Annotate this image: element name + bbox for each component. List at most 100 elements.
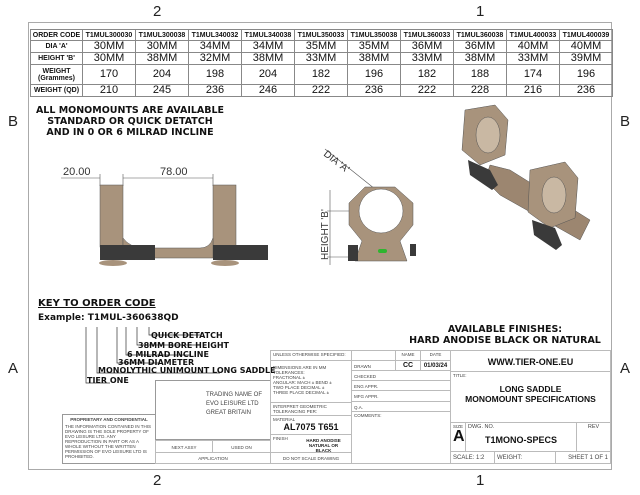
drawing-frame xyxy=(28,22,612,470)
table-cell: T1MUL300038 xyxy=(135,29,189,41)
zone-label: B xyxy=(8,113,19,130)
table-cell: 216 xyxy=(506,84,560,97)
size-value: A xyxy=(453,428,465,445)
row-header: WEIGHT (QD) xyxy=(30,84,83,97)
table-cell: T1MUL300030 xyxy=(82,29,136,41)
tolerance-line: FRACTIONAL ± xyxy=(273,375,306,380)
zone-label: 2 xyxy=(153,3,162,20)
table-cell: 34MM xyxy=(241,40,295,53)
do-not-scale: DO NOT SCALE DRAWING xyxy=(270,452,352,464)
side-view-drawing: 20.00 78.00 xyxy=(61,166,268,266)
material-cell: MATERIAL AL7075 T651 xyxy=(270,415,352,435)
table-cell: 30MM xyxy=(135,40,189,53)
drawing-title: MONOMOUNT SPECIFICATIONS xyxy=(465,394,596,404)
finishes-title: AVAILABLE FINISHES: xyxy=(447,324,563,335)
tolerance-line: THREE PLACE DECIMAL ± xyxy=(273,390,330,395)
table-cell: 170 xyxy=(82,64,136,85)
proprietary-box: PROPRIETARY AND CONFIDENTIAL THE INFORMA… xyxy=(62,414,156,464)
table-cell: T1MUL360038 xyxy=(453,29,507,41)
size-label: SIZE xyxy=(453,424,464,429)
table-cell: 210 xyxy=(82,84,136,97)
trading-line: TRADING NAME OF xyxy=(206,392,263,398)
qd-lever-right xyxy=(213,245,268,260)
title-label: TITLE: xyxy=(453,373,467,378)
table-cell: 33MM xyxy=(400,52,454,65)
qd-lever xyxy=(532,220,562,250)
row-header: ORDER CODE xyxy=(30,29,83,41)
finish-cell: FINISH HARD ANODISE NATURAL OR BLACK xyxy=(270,434,352,453)
table-cell: 36MM xyxy=(453,40,507,53)
zone-label: B xyxy=(620,113,631,130)
qd-lever-left xyxy=(100,245,155,260)
key-item: QUICK DETATCH xyxy=(151,331,223,340)
table-cell: T1MUL400039 xyxy=(559,29,613,41)
dim-78: 78.00 xyxy=(160,166,188,178)
table-cell: 236 xyxy=(188,84,242,97)
table-cell: 35MM xyxy=(294,40,348,53)
zone-label: A xyxy=(8,360,19,377)
key-leader-lines xyxy=(85,327,220,384)
key-item: 36MM DIAMETER xyxy=(118,358,195,367)
ring-left xyxy=(99,184,124,248)
table-cell: 196 xyxy=(559,64,613,85)
rev-label: REV xyxy=(576,422,611,452)
key-item: 6 MILRAD INCLINE xyxy=(127,350,209,359)
table-cell: 182 xyxy=(400,64,454,85)
weight-label: WEIGHT: xyxy=(494,451,556,464)
note-line: STANDARD OR QUICK DETATCH xyxy=(47,116,213,127)
table-cell: 33MM xyxy=(506,52,560,65)
comments-label: COMMENTS: xyxy=(351,411,451,464)
table-cell: 30MM xyxy=(82,52,136,65)
key-item: TIER ONE xyxy=(87,376,129,385)
table-cell: 236 xyxy=(559,84,613,97)
ring-right xyxy=(212,184,237,248)
note-line: AND IN 0 OR 6 MILRAD INCLINE xyxy=(46,127,214,138)
table-cell: 182 xyxy=(294,64,348,85)
tolerance-line: TOLERANCES: xyxy=(273,370,305,375)
qd-lever xyxy=(468,160,498,190)
table-cell: 236 xyxy=(347,84,401,97)
table-cell: 35MM xyxy=(347,40,401,53)
level-bubble xyxy=(378,249,387,253)
dwg-cell: DWG. NO. T1MONO-SPECS xyxy=(465,422,577,452)
table-cell: 33MM xyxy=(294,52,348,65)
website: WWW.TIER-ONE.EU xyxy=(450,350,611,372)
table-cell: T1MUL360033 xyxy=(400,29,454,41)
title-cell: TITLE: LONG SADDLE MONOMOUNT SPECIFICATI… xyxy=(450,371,611,423)
table-cell: 188 xyxy=(453,64,507,85)
row-header: WEIGHT (Grammes) xyxy=(30,64,83,85)
zone-label: 1 xyxy=(476,472,485,489)
table-cell: 228 xyxy=(453,84,507,97)
size-cell: SIZE A xyxy=(450,422,466,452)
height-label: HEIGHT 'B' xyxy=(320,209,331,260)
table-cell: 32MM xyxy=(188,52,242,65)
finishes-value: HARD ANODISE BLACK OR NATURAL xyxy=(409,335,601,346)
table-cell: 36MM xyxy=(400,40,454,53)
key-example: Example: T1MUL-360638QD xyxy=(38,313,179,323)
table-cell: 40MM xyxy=(559,40,613,53)
table-cell: T1MUL400033 xyxy=(506,29,560,41)
table-cell: T1MUL340032 xyxy=(188,29,242,41)
dim-20: 20.00 xyxy=(63,166,91,178)
table-cell: 38MM xyxy=(241,52,295,65)
finish-label: FINISH xyxy=(273,436,288,441)
trading-line: EVO LEISURE LTD xyxy=(206,401,259,407)
table-cell: 34MM xyxy=(188,40,242,53)
drawing-title: LONG SADDLE xyxy=(499,384,562,394)
table-cell: 38MM xyxy=(347,52,401,65)
finishes-note: AVAILABLE FINISHES: HARD ANODISE BLACK O… xyxy=(400,324,610,346)
tolerances: DIMENSIONS ARE IN MM TOLERANCES: FRACTIO… xyxy=(270,360,352,403)
table-cell: 196 xyxy=(347,64,401,85)
dwg-label: DWG. NO. xyxy=(468,424,495,430)
zone-label: 2 xyxy=(153,472,162,489)
trading-box: TRADING NAME OF EVO LEISURE LTD GREAT BR… xyxy=(155,380,271,440)
availability-note: ALL MONOMOUNTS ARE AVAILABLE STANDARD OR… xyxy=(30,105,230,138)
key-section: KEY TO ORDER CODE Example: T1MUL-360638Q… xyxy=(38,299,179,323)
key-title: KEY TO ORDER CODE xyxy=(38,298,156,309)
